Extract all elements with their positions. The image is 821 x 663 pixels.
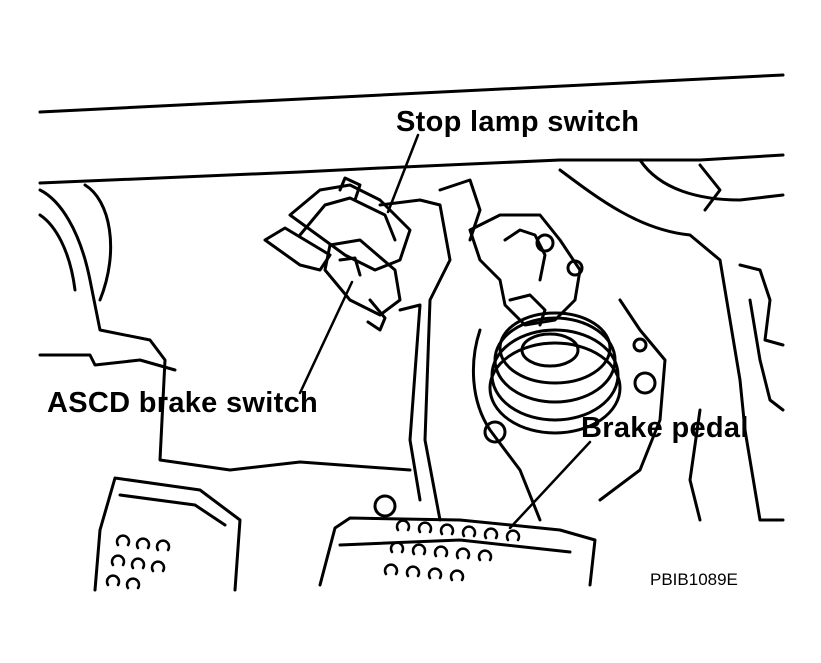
brake-pedal-label: Brake pedal <box>581 412 749 444</box>
figure-code: PBIB1089E <box>650 570 738 589</box>
dashboard-edge <box>38 73 785 114</box>
booster-rings <box>488 311 622 435</box>
left-panel-inner <box>38 213 77 292</box>
left-panel <box>38 188 412 472</box>
ascd-brake-switch-label: ASCD brake switch <box>47 387 319 419</box>
brake-pedal-arm <box>468 213 582 327</box>
leader-brake-pedal <box>508 440 592 530</box>
left-bulge <box>83 183 113 302</box>
leader-ascd <box>298 280 354 395</box>
left-step <box>38 353 177 372</box>
right-structure <box>558 168 785 522</box>
brake-pedal-pad <box>318 516 597 587</box>
leader-stop-lamp <box>386 133 420 214</box>
left-pedal <box>93 476 242 592</box>
stop-lamp-switch-label: Stop lamp switch <box>396 106 640 138</box>
left-pedal-inner <box>118 493 227 527</box>
dash-panel <box>38 153 785 185</box>
pedal-bracket <box>378 198 452 522</box>
pedal-shaft <box>472 328 542 522</box>
switch-assembly <box>263 176 412 332</box>
left-pedal-studs <box>105 534 171 590</box>
